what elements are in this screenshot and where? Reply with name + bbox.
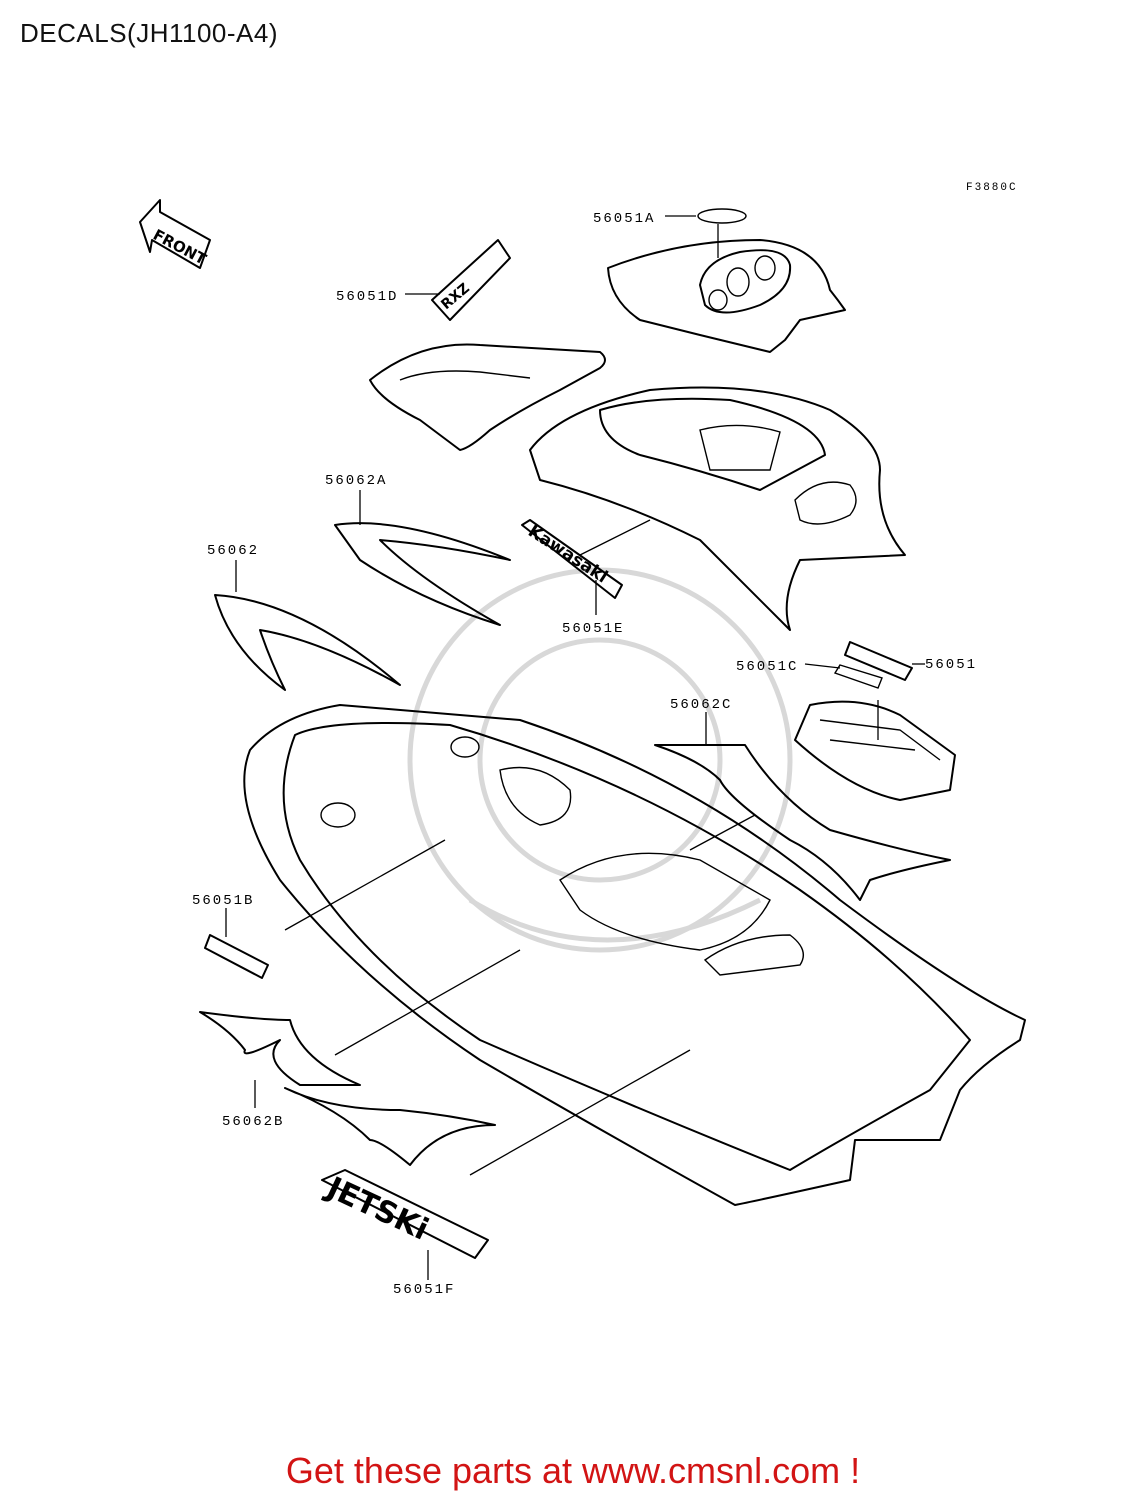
front-label: FRONT: [150, 226, 210, 269]
svg-text:Kawasaki: Kawasaki: [524, 521, 611, 587]
decal-56062C-stripe: [654, 744, 951, 901]
decal-56051F-jetski: JETSKi: [320, 1169, 489, 1259]
svg-text:JETSKi: JETSKi: [320, 1170, 434, 1248]
upper-deck-part: [529, 386, 906, 631]
hull-part: [243, 704, 1026, 1206]
svg-text:RXZ: RXZ: [438, 280, 473, 313]
decal-56062-stripe: [214, 594, 401, 691]
decal-56051: [844, 641, 913, 681]
decal-56051A: [697, 208, 747, 224]
leader-lines: [225, 215, 925, 1280]
decal-56062B-stripe: [199, 1011, 496, 1166]
callout-56051F: 56051F: [393, 1282, 455, 1298]
callout-56051B: 56051B: [192, 893, 254, 909]
handlebar-cover-part: [607, 208, 846, 353]
callout-56051C: 56051C: [736, 659, 798, 675]
callout-56062B: 56062B: [222, 1114, 284, 1130]
air-box-part: [794, 700, 956, 801]
footer-promo-link[interactable]: Get these parts at www.cmsnl.com !: [285, 1450, 861, 1491]
callout-56051: 56051: [925, 657, 977, 673]
decal-56051B: [204, 934, 269, 979]
decal-56051D: RXZ: [431, 239, 511, 321]
callout-56062A: 56062A: [325, 473, 387, 489]
callout-56051E: 56051E: [562, 621, 624, 637]
decal-56062A-stripe: [334, 522, 511, 626]
callout-56051D: 56051D: [336, 289, 398, 305]
front-hood-part: [369, 343, 606, 451]
front-arrow-icon: FRONT: [139, 199, 211, 269]
callout-56062C: 56062C: [670, 697, 732, 713]
figure-code: F3880C: [966, 182, 1018, 194]
decal-56051C: [833, 664, 883, 689]
callout-56062: 56062: [207, 543, 259, 559]
page-title: DECALS(JH1100-A4): [20, 18, 279, 48]
decal-56051E-kawasaki: Kawasaki: [521, 519, 623, 599]
callout-56051A: 56051A: [593, 211, 655, 227]
